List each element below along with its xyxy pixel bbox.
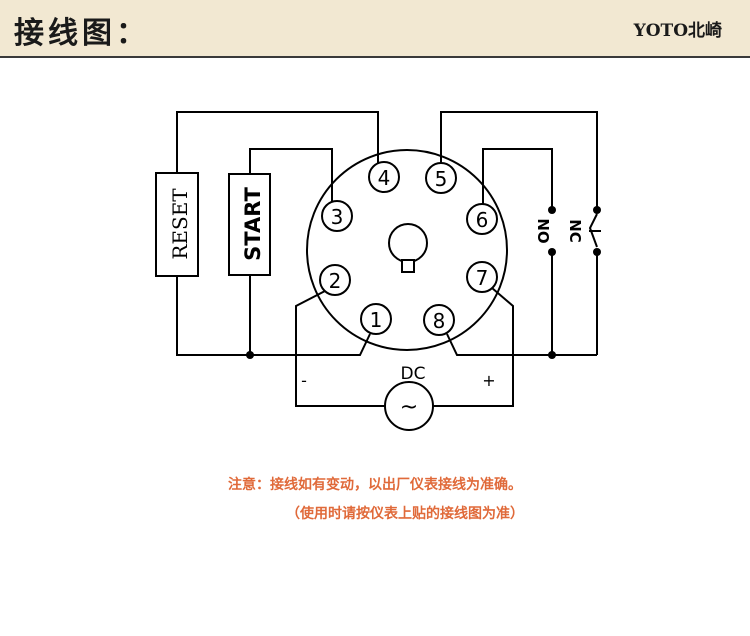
pin-8-label: 8 xyxy=(433,309,446,333)
page-title: 接线图： xyxy=(14,16,150,51)
pin-5: 5 xyxy=(425,162,457,194)
ac-symbol: ~ xyxy=(400,395,418,420)
pin-2: 2 xyxy=(319,264,351,296)
pin-8: 8 xyxy=(423,304,455,336)
dc-plus-label: + xyxy=(482,371,495,390)
header-bar: 接线图： YOTO北崎 xyxy=(0,0,750,58)
dc-label: DC xyxy=(401,364,426,384)
socket-key xyxy=(388,223,428,273)
pin-4-label: 4 xyxy=(378,166,391,190)
reset-label: RESET xyxy=(168,188,192,260)
dc-power-source: ~ xyxy=(384,381,434,431)
reset-switch: RESET xyxy=(155,172,199,277)
nc-label: NC xyxy=(566,219,584,243)
brand-logo-text: YOTO北崎 xyxy=(633,21,722,41)
pin-5-label: 5 xyxy=(435,167,448,191)
usage-note: （使用时请按仪表上贴的接线图为准） xyxy=(286,506,524,522)
start-switch: START xyxy=(228,173,271,276)
nc-contact xyxy=(588,213,601,248)
start-label: START xyxy=(241,187,265,261)
wiring-diagram: 4 5 3 6 2 7 1 8 RESET START xyxy=(155,111,601,431)
wiring-note: 注意：接线如有变动，以出厂仪表接线为准确。 xyxy=(228,477,522,493)
pin-1: 1 xyxy=(360,303,392,335)
pin-1-label: 1 xyxy=(370,308,383,332)
dc-minus-label: - xyxy=(301,371,307,390)
socket-body xyxy=(306,149,508,351)
pin-7-label: 7 xyxy=(476,266,489,290)
pin-6-label: 6 xyxy=(476,208,489,232)
pin-3-label: 3 xyxy=(331,205,344,229)
pin-2-label: 2 xyxy=(329,269,342,293)
no-label: NO xyxy=(534,218,552,243)
pin-7: 7 xyxy=(466,261,498,293)
pin-6: 6 xyxy=(466,203,498,235)
junction-dots xyxy=(246,206,601,359)
pin-3: 3 xyxy=(321,200,353,232)
pin-4: 4 xyxy=(368,161,400,193)
